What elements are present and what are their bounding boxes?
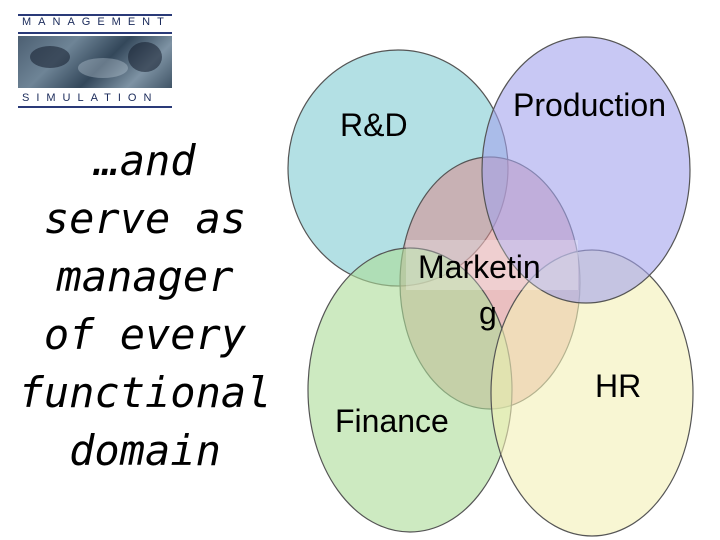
logo-rule	[18, 106, 172, 108]
logo-photo	[18, 36, 172, 88]
label-marketing-line1: Marketin	[418, 249, 541, 285]
venn-circles	[287, 36, 694, 537]
logo-top-text: MANAGEMENT	[22, 16, 171, 28]
management-simulation-logo: MANAGEMENT SIMULATION	[18, 14, 176, 110]
tagline-line: manager	[56, 252, 234, 301]
marketing-label-background	[406, 240, 578, 290]
tagline-line: functional	[18, 368, 272, 417]
tagline-line: of every	[43, 310, 247, 359]
logo-bottom-text: SIMULATION	[22, 92, 159, 104]
circle-finance	[307, 247, 513, 533]
tagline-line: …and	[94, 136, 196, 185]
label-marketing-line2: g	[479, 295, 497, 331]
label-finance: Finance	[335, 403, 449, 439]
logo-rule	[18, 32, 172, 34]
logo-rule	[18, 14, 172, 16]
tagline-line: domain	[69, 426, 221, 475]
label-hr: HR	[595, 368, 641, 404]
circle-production	[481, 36, 691, 304]
label-production: Production	[513, 87, 666, 123]
tagline-line: serve as	[43, 194, 247, 243]
label-rnd: R&D	[340, 107, 408, 143]
tagline: …and serve as manager of every functiona…	[0, 132, 290, 480]
